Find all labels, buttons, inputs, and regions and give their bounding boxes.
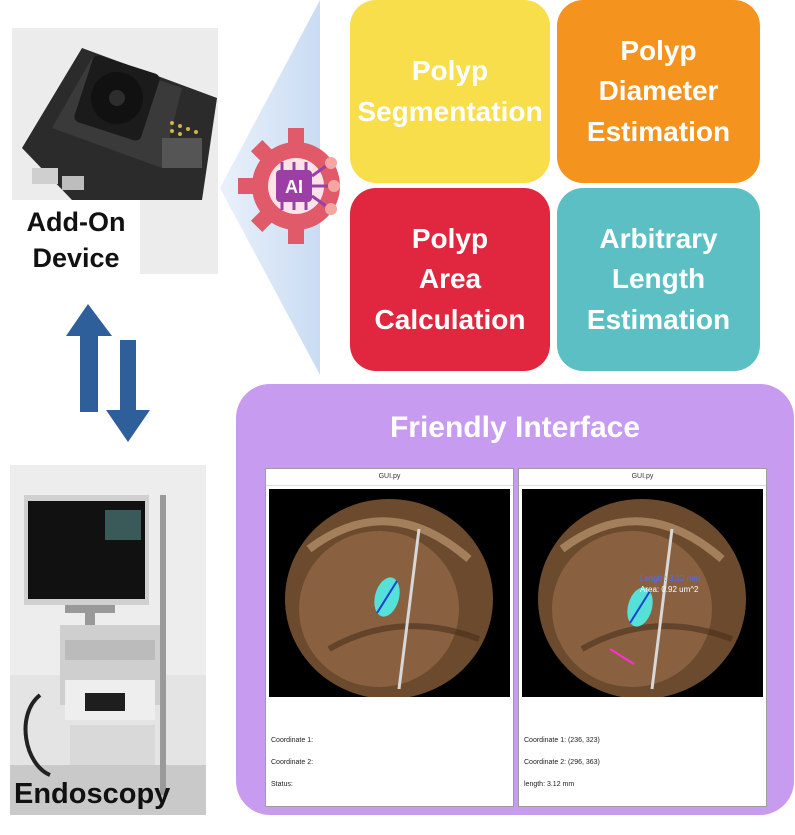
endoscopy-photo (10, 465, 206, 815)
friendly-interface-title: Friendly Interface (389, 411, 641, 444)
tile-text: Calculation (374, 303, 526, 335)
status-field: Status: (271, 781, 293, 788)
endoscopic-view (269, 489, 510, 697)
overlay-area-label: Area: 0.92 um^2 (640, 585, 699, 594)
tile-text: Segmentation (357, 95, 543, 127)
coordinate-2-field: Coordinate 2: (271, 759, 314, 766)
coordinate-1-field: Coordinate 1: (271, 737, 314, 744)
tile-text: Estimation (586, 115, 731, 147)
ai-pointer-graphic: AI (220, 0, 340, 375)
device-photo-background (140, 200, 218, 274)
gui-window-segmentation: GUI.py Coordinate 1: Coordinate 2: Statu… (265, 468, 514, 807)
gui-window-title: GUI.py (519, 469, 766, 486)
tile-text: Area (418, 263, 482, 295)
addon-device-photo (12, 28, 218, 200)
addon-device-label-line2: Device (32, 243, 120, 273)
addon-device-label-line1: Add-On (26, 206, 126, 237)
overlay-length-label: Length: 3.12 mm (640, 574, 700, 583)
coordinate-2-field: Coordinate 2: (296, 363) (524, 759, 600, 766)
ai-chip-label: AI (285, 177, 303, 197)
ai-gear-icon: AI (238, 128, 340, 244)
addon-device-label: Add-On Device (12, 200, 140, 280)
bidirectional-arrows-icon (66, 304, 150, 442)
tile-arbitrary-length-estimation: Arbitrary Length Estimation (557, 188, 760, 371)
coordinate-1-field: Coordinate 1: (236, 323) (524, 737, 600, 744)
tile-text: Polyp (411, 222, 489, 254)
tile-text: Polyp (620, 34, 697, 66)
length-field: length: 3.12 mm (524, 781, 575, 788)
tile-text: Polyp (411, 54, 489, 86)
tile-text: Estimation (586, 303, 731, 335)
tile-polyp-diameter-estimation: Polyp Diameter Estimation (557, 0, 760, 183)
endoscopy-label: Endoscopy (14, 778, 171, 810)
gui-window-measurement: GUI.py Length: 3.12 mm Area: 0.92 um^2 C… (518, 468, 767, 807)
tile-text: Length (611, 263, 706, 295)
tile-polyp-segmentation: Polyp Segmentation (350, 0, 550, 183)
endoscopic-view: Length: 3.12 mm Area: 0.92 um^2 (522, 489, 763, 697)
tile-text: Diameter (598, 75, 719, 107)
gui-window-title: GUI.py (266, 469, 513, 486)
tile-text: Arbitrary (599, 222, 718, 254)
tile-polyp-area-calculation: Polyp Area Calculation (350, 188, 550, 371)
